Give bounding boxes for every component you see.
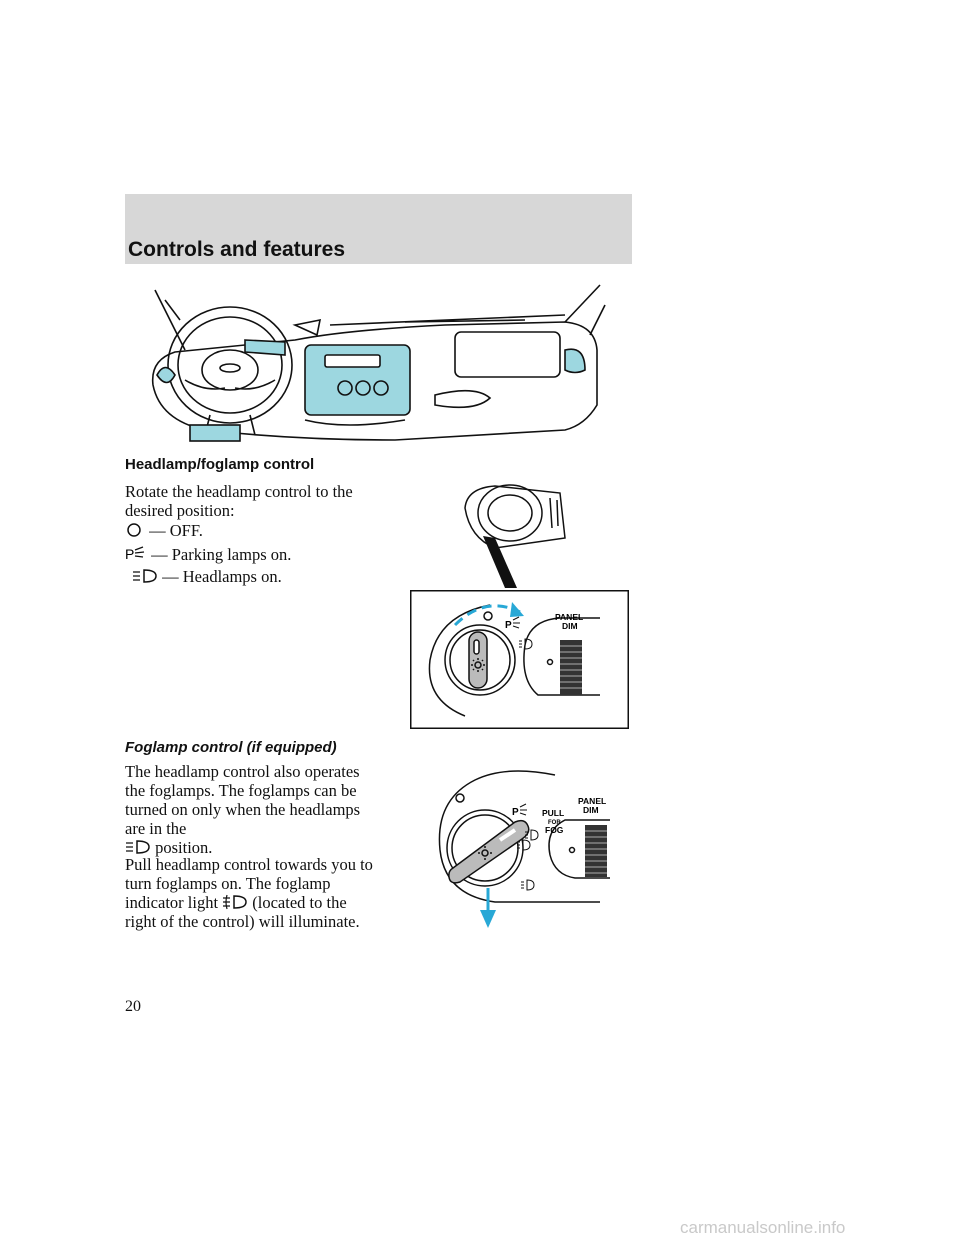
dim-label: DIM (583, 805, 599, 815)
list-item-text: — Parking lamps on. (151, 545, 292, 564)
svg-text:P: P (125, 546, 134, 562)
watermark: carmanualsonline.info (680, 1218, 846, 1237)
steering-wheel-illustration (464, 484, 566, 588)
headlamp-icon (126, 840, 150, 854)
headlamp-icon (133, 569, 157, 583)
pull-label: PULL (542, 808, 564, 818)
header-band (125, 194, 632, 264)
off-icon (127, 523, 141, 537)
list-item-off: — OFF. (125, 521, 203, 540)
panel-label: PANEL (555, 612, 583, 622)
parking-lamp-icon: P (125, 546, 145, 562)
fog-label: FOG (545, 825, 564, 835)
for-label: FOR (548, 820, 561, 826)
intro-paragraph: Rotate the headlamp control to the desir… (125, 482, 353, 520)
foglamp-switch-diagram: P PULL FOR FOG PANEL DIM (438, 770, 610, 928)
paragraph-text: Pull headlamp control towards you to tur… (125, 855, 373, 912)
list-item-text: — OFF. (149, 521, 203, 540)
foglamp-paragraph-2: Pull headlamp control towards you to tur… (125, 855, 380, 931)
panel-label: PANEL (578, 796, 606, 806)
list-item-text: — Headlamps on. (162, 567, 282, 586)
paragraph-text: position. (155, 838, 213, 857)
section-heading-foglamp: Foglamp control (if equipped) (125, 739, 337, 756)
foglamp-paragraph-1: The headlamp control also operates the f… (125, 762, 380, 857)
section-heading-headlamp: Headlamp/foglamp control (125, 456, 315, 473)
paragraph-text: (located to the right of the control) wi… (125, 893, 360, 931)
dashboard-illustration (151, 284, 606, 442)
dim-label: DIM (562, 621, 578, 631)
headlamp-switch-diagram: P PANEL DIM (410, 590, 629, 729)
foglamp-indicator-icon (223, 894, 247, 910)
list-item-headlamp: — Headlamps on. (132, 567, 282, 586)
list-item-parking: P — Parking lamps on. (125, 545, 291, 564)
page-number: 20 (125, 998, 141, 1015)
paragraph-text: The headlamp control also operates the f… (125, 762, 361, 838)
parking-label: P (505, 620, 512, 631)
page-title: Controls and features (128, 238, 346, 261)
parking-label: P (512, 807, 519, 818)
